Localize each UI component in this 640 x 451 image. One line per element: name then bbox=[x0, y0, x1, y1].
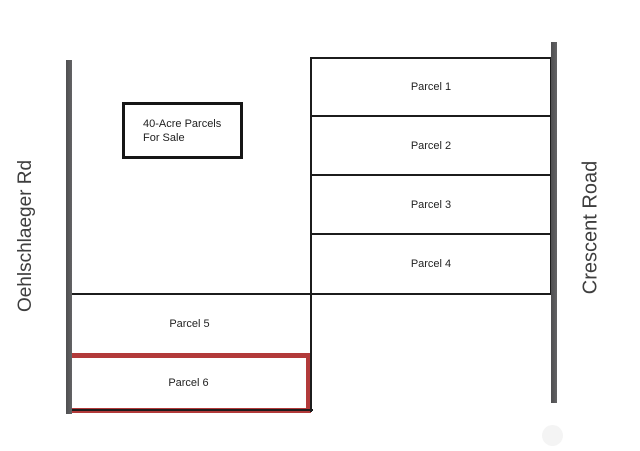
parcel-boundary-line-vertical bbox=[310, 57, 312, 412]
parcel-5: Parcel 5 bbox=[68, 295, 311, 353]
parcel-3: Parcel 3 bbox=[310, 174, 552, 235]
for-sale-sign: 40-Acre Parcels For Sale bbox=[122, 102, 243, 159]
parcel-3-label: Parcel 3 bbox=[410, 198, 452, 211]
parcel-boundary-line-bottom bbox=[66, 409, 313, 411]
parcel-5-label: Parcel 5 bbox=[169, 318, 210, 330]
sign-line-1: 40-Acre Parcels bbox=[143, 118, 222, 130]
for-sale-sign-text: 40-Acre Parcels For Sale bbox=[125, 105, 240, 145]
road-label-oehlschlaeger: Oehlschlaeger Rd bbox=[15, 159, 36, 313]
parcel-boundary-line-horizontal bbox=[66, 293, 553, 295]
parcel-6-label: Parcel 6 bbox=[168, 377, 209, 389]
road-label-crescent: Crescent Road bbox=[579, 160, 602, 295]
parcel-2-label: Parcel 2 bbox=[410, 139, 452, 152]
parcel-6-highlighted: Parcel 6 bbox=[66, 353, 311, 413]
parcel-4: Parcel 4 bbox=[310, 233, 552, 295]
watermark-circle bbox=[542, 425, 563, 446]
sign-line-2: For Sale bbox=[143, 132, 185, 144]
parcel-1: Parcel 1 bbox=[310, 57, 552, 117]
parcel-2: Parcel 2 bbox=[310, 115, 552, 176]
crescent-road-bar bbox=[551, 42, 557, 403]
oehlschlaeger-road-bar bbox=[66, 60, 72, 414]
parcel-4-label: Parcel 4 bbox=[410, 258, 452, 270]
parcel-1-label: Parcel 1 bbox=[410, 81, 452, 93]
